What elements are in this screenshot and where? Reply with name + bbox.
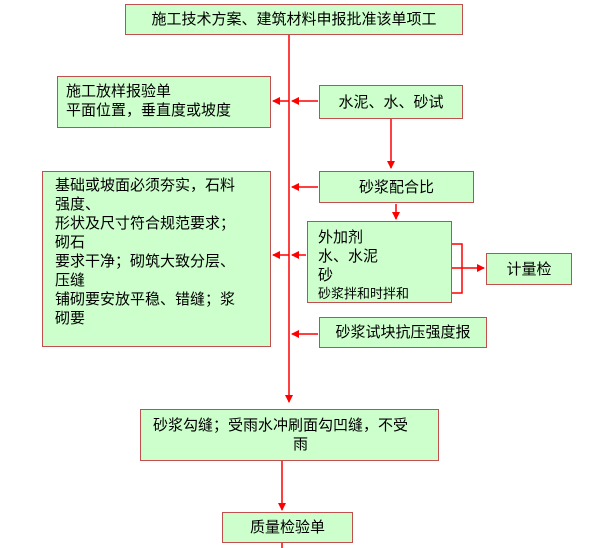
quality-text: 质量检验单 <box>249 518 325 536</box>
node-pointing: 砂浆勾缝；受雨水冲刷面勾凹缝，不受 雨 <box>140 409 439 461</box>
foundation-line-3: 形状及尺寸符合规范要求； <box>55 214 236 232</box>
foundation-line-5: 要求干净；砌筑大致分层、 <box>55 252 236 270</box>
layout-check-line-1: 施工放样报验单 <box>66 82 172 100</box>
node-additives: 外加剂 水、水泥 砂 砂浆拌和时拌和 <box>307 221 452 303</box>
node-quality-inspection: 质量检验单 <box>222 512 353 543</box>
cement-test-text: 水泥、水、砂试 <box>338 92 444 111</box>
node-mortar-strength: 砂浆试块抗压强度报 <box>319 317 487 348</box>
additives-line-2: 水、水泥 <box>318 247 379 265</box>
node-cement-test: 水泥、水、砂试 <box>319 85 463 119</box>
layout-check-line-2: 平面位置，垂直度或坡度 <box>66 101 232 119</box>
node-foundation-requirements: 基础或坡面必须夯实，石料 强度、 形状及尺寸符合规范要求； 砌石 要求干净；砌筑… <box>42 171 271 347</box>
node-top-submission: 施工技术方案、建筑材料申报批准该单项工 <box>125 4 463 35</box>
additives-line-3: 砂 <box>318 266 334 284</box>
pointing-line-1: 砂浆勾缝；受雨水冲刷面勾凹缝，不受 <box>153 416 409 434</box>
node-layout-check: 施工放样报验单 平面位置，垂直度或坡度 <box>57 76 271 128</box>
node-mortar-mix: 砂浆配合比 <box>319 171 474 203</box>
foundation-line-7: 铺砌要安放平稳、错缝；浆 <box>55 290 236 308</box>
foundation-line-2: 强度、 <box>55 195 101 213</box>
additives-line-4: 砂浆拌和时拌和 <box>318 287 410 302</box>
foundation-line-1: 基础或坡面必须夯实，石料 <box>55 176 236 194</box>
additives-line-1: 外加剂 <box>318 228 364 246</box>
foundation-line-8: 砌要 <box>55 309 86 327</box>
foundation-line-4: 砌石 <box>55 233 86 251</box>
mortar-mix-text: 砂浆配合比 <box>358 177 434 196</box>
foundation-line-6: 压缝 <box>55 271 86 289</box>
node-metering: 计量检 <box>486 253 572 285</box>
mortar-strength-text: 砂浆试块抗压强度报 <box>335 323 471 341</box>
metering-text: 计量检 <box>506 259 552 278</box>
pointing-line-2: 雨 <box>293 435 309 453</box>
node-top-text: 施工技术方案、建筑材料申报批准该单项工 <box>151 10 437 28</box>
